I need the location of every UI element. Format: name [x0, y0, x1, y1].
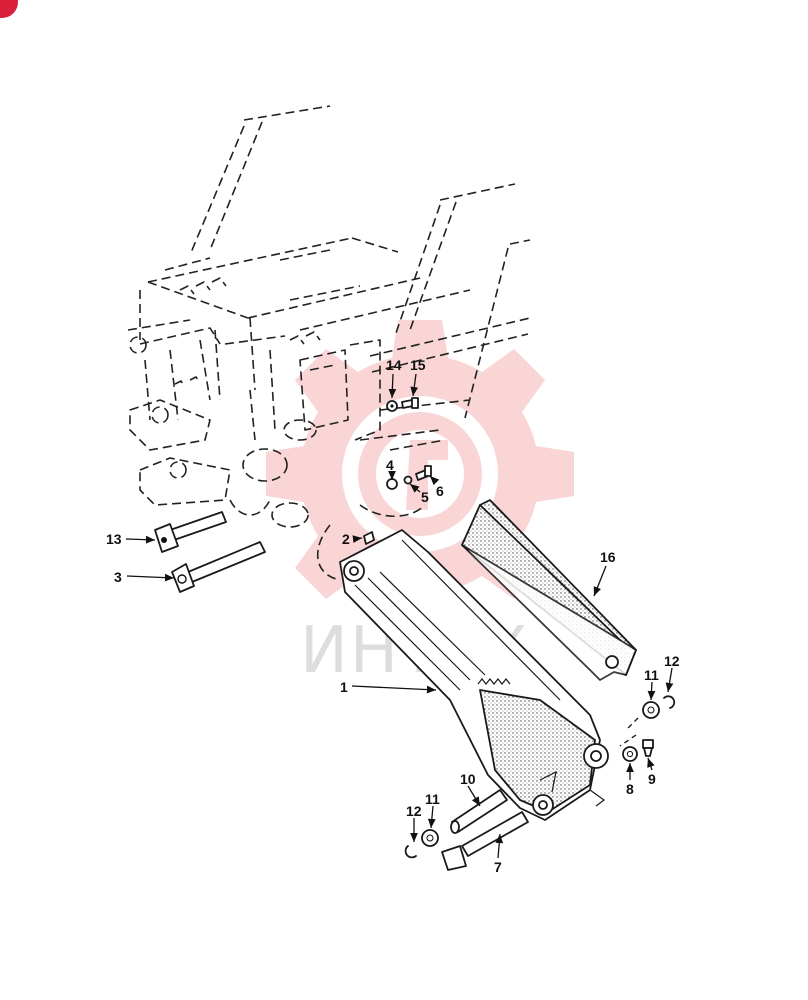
washer-8 — [622, 746, 638, 762]
channel-guard — [461, 499, 637, 681]
ring-12-right — [663, 695, 676, 709]
callout-6: 6 — [436, 483, 444, 499]
fitting-2 — [363, 531, 375, 545]
callout-10: 10 — [460, 771, 476, 787]
callout-12-right: 12 — [664, 653, 680, 669]
callout-3: 3 — [114, 569, 122, 585]
bolt-9 — [642, 739, 654, 757]
callout-15: 15 — [410, 357, 426, 373]
pin-3 — [171, 541, 266, 593]
callout-labels: 1 2 3 4 5 6 7 8 9 10 11 11 12 12 13 14 1… — [106, 357, 680, 875]
callout-14: 14 — [386, 357, 402, 373]
callout-1: 1 — [340, 679, 348, 695]
callout-13: 13 — [106, 531, 122, 547]
bolt-15 — [401, 397, 419, 409]
pin-13 — [154, 511, 227, 553]
callout-7: 7 — [494, 859, 502, 875]
lockwasher-5 — [403, 475, 413, 485]
boom-arm — [339, 529, 609, 821]
washer-11-left — [421, 829, 439, 847]
callout-4: 4 — [386, 457, 394, 473]
ring-12-left — [404, 845, 417, 859]
pin-7 — [441, 811, 529, 871]
callout-16: 16 — [600, 549, 616, 565]
callout-9: 9 — [648, 771, 656, 787]
bolt-6 — [415, 465, 432, 481]
callout-11-left: 11 — [425, 791, 440, 807]
callout-8: 8 — [626, 781, 634, 797]
washer-4 — [386, 478, 398, 490]
frame-phantom-lines — [127, 105, 531, 581]
washer-11-right — [642, 701, 660, 719]
callout-2: 2 — [342, 531, 350, 547]
corner-badge — [0, 0, 18, 18]
callout-11-right: 11 — [644, 667, 659, 683]
washer-14 — [386, 400, 398, 412]
callout-12-left: 12 — [406, 803, 422, 819]
leader-lines — [125, 373, 674, 859]
callout-5: 5 — [421, 489, 429, 505]
pin-10 — [450, 789, 508, 834]
